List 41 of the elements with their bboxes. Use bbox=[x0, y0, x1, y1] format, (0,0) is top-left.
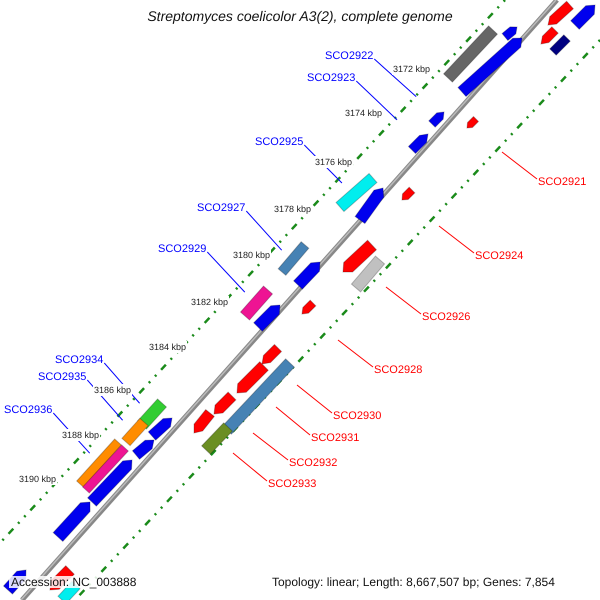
gene-label: SCO2925 bbox=[255, 136, 304, 148]
tick-label: 3176 kbp bbox=[314, 156, 354, 168]
leader-line bbox=[338, 340, 374, 368]
gene-label: SCO2929 bbox=[158, 243, 206, 255]
gene-label: SCO2934 bbox=[55, 354, 104, 366]
gene-label: SCO2933 bbox=[268, 478, 316, 490]
footer-text: Topology: linear; Length: 8,667,507 bp; Genes: 7,854 bbox=[270, 576, 557, 588]
leader-line bbox=[386, 286, 422, 314]
gene-label: SCO2927 bbox=[197, 202, 246, 214]
gene-label: SCO2928 bbox=[374, 364, 422, 376]
tick-label: 3174 kbp bbox=[344, 107, 384, 119]
gene-label: SCO2926 bbox=[422, 311, 470, 323]
tick-label: 3172 kbp bbox=[392, 63, 432, 75]
leader-line bbox=[374, 58, 417, 98]
gene-label: SCO2932 bbox=[289, 457, 338, 469]
tick-label: 3178 kbp bbox=[273, 203, 312, 215]
title: Streptomyces coelicolor A3(2), complete genome bbox=[146, 10, 454, 22]
tick-label: 3190 kbp bbox=[18, 473, 58, 485]
leader-line bbox=[438, 226, 474, 254]
gene-label: SCO2930 bbox=[333, 410, 382, 422]
gene-label: SCO2931 bbox=[311, 432, 360, 444]
leader-line bbox=[356, 80, 398, 120]
tick-label: 3186 kbp bbox=[93, 384, 132, 396]
leader-line bbox=[206, 252, 246, 293]
footer-text: Accession: NC_003888 bbox=[9, 576, 138, 588]
tick-label: 3180 kbp bbox=[232, 249, 272, 261]
leader-line bbox=[246, 210, 282, 251]
gene-label: SCO2936 bbox=[4, 404, 52, 416]
leader-line bbox=[276, 406, 310, 436]
leader-line bbox=[502, 152, 538, 180]
gene-label: SCO2924 bbox=[475, 250, 524, 262]
gene-label: SCO2935 bbox=[38, 371, 86, 383]
tick-label: 3188 kbp bbox=[61, 429, 100, 441]
tick-label: 3182 kbp bbox=[190, 296, 230, 308]
tick-label: 3184 kbp bbox=[148, 341, 188, 353]
gene-label: SCO2923 bbox=[307, 72, 356, 84]
leader-line bbox=[232, 452, 268, 482]
gene-label: SCO2921 bbox=[538, 176, 586, 188]
leader-line bbox=[252, 432, 288, 460]
leader-line bbox=[296, 384, 332, 414]
gene-label: SCO2922 bbox=[325, 50, 374, 62]
